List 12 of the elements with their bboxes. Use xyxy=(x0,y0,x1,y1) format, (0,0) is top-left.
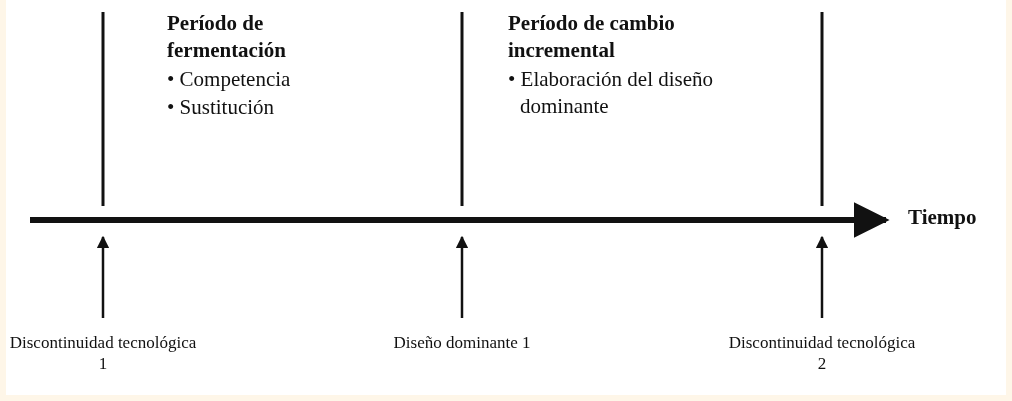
period-heading: Período de cambio incremental xyxy=(508,10,676,64)
bullet-item: • Elaboración del diseño dominante xyxy=(508,66,715,120)
bullet-item: • Sustitución xyxy=(167,94,276,121)
arrow xyxy=(815,235,829,318)
axis-label: Tiempo xyxy=(908,204,978,231)
arrow xyxy=(455,235,469,318)
bullet-item: • Competencia xyxy=(167,66,292,93)
period-heading: Período de fermentación xyxy=(167,10,287,64)
milestone-label: Diseño dominante 1 xyxy=(367,332,557,353)
milestone-label: Discontinuidad tecnológica 2 xyxy=(727,332,917,374)
arrow xyxy=(96,235,110,318)
milestone-label: Discontinuidad tecnológica 1 xyxy=(8,332,198,374)
